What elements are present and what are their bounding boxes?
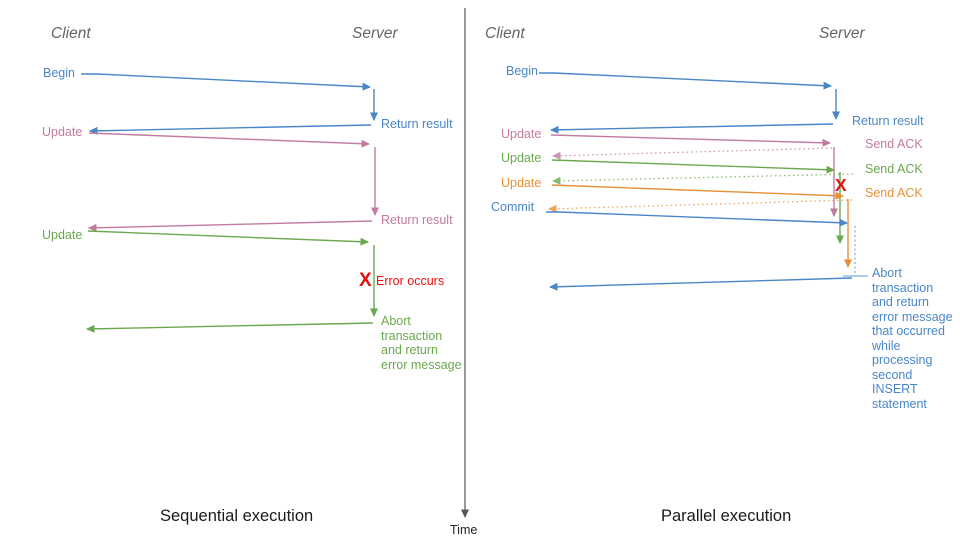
- left-abort-line-3: and return: [381, 343, 438, 357]
- right-abort-line-8: second: [872, 367, 913, 382]
- right-abort-line-9: INSERT: [872, 382, 918, 396]
- right-commit-label: Commit: [491, 200, 535, 214]
- left-error-x-mark: X: [359, 270, 372, 291]
- left-abort-line-4: error message: [381, 357, 462, 372]
- left-error-occurs-label: Error occurs: [376, 274, 445, 288]
- right-abort-line-2: transaction: [872, 280, 934, 295]
- right-caption: Parallel execution: [661, 507, 792, 525]
- left-return-result-1-label: Return result: [381, 117, 453, 131]
- right-update-3-arrow: [551, 184, 844, 200]
- left-update-1-label: Update: [42, 125, 83, 139]
- right-send-ack-1-dotted-arrow: [552, 147, 833, 160]
- right-abort-line-10: statement: [872, 396, 927, 411]
- left-begin-arrow: [81, 73, 371, 91]
- right-send-ack-3-dotted-arrow: [548, 199, 853, 213]
- right-return-result-label: Return result: [852, 114, 924, 128]
- right-update-2-label: Update: [501, 151, 542, 165]
- right-update-1-label: Update: [501, 127, 542, 141]
- right-abort-message: Abort transaction and return error messa…: [872, 266, 953, 411]
- right-commit-arrow: [546, 211, 848, 227]
- right-client-header: Client: [485, 25, 525, 42]
- left-update-2-label: Update: [42, 228, 83, 242]
- right-error-x-mark: X: [835, 175, 847, 195]
- left-return-result-1-arrow: [89, 124, 372, 135]
- left-client-header: Client: [51, 25, 91, 42]
- right-send-ack-2-label: Send ACK: [865, 162, 923, 176]
- left-abort-return-arrow: [86, 322, 374, 333]
- right-abort-return-arrow: [549, 277, 853, 291]
- right-abort-line-6: while: [872, 338, 901, 353]
- right-abort-line-5: that occurred: [872, 324, 945, 338]
- right-server-header: Server: [819, 25, 865, 42]
- right-abort-line-4: error message: [872, 309, 953, 324]
- right-abort-line-7: processing: [872, 353, 933, 367]
- left-caption: Sequential execution: [160, 507, 314, 525]
- right-begin-arrow: [539, 72, 832, 90]
- time-axis-label: Time: [450, 523, 478, 537]
- left-return-result-2-label: Return result: [381, 213, 453, 227]
- left-abort-line-2: transaction: [381, 328, 443, 343]
- right-update-2-arrow: [551, 159, 835, 174]
- left-server-header: Server: [352, 25, 398, 42]
- right-send-ack-3-label: Send ACK: [865, 186, 923, 200]
- left-update-1-arrow: [88, 132, 370, 148]
- right-begin-label: Begin: [506, 64, 538, 78]
- left-begin-label: Begin: [43, 66, 75, 80]
- right-update-1-arrow: [550, 134, 831, 147]
- left-update-2-arrow: [87, 230, 369, 246]
- right-abort-line-3: and return: [872, 295, 929, 309]
- left-return-result-2-arrow: [88, 220, 373, 232]
- right-return-result-arrow: [550, 123, 834, 134]
- right-abort-line-1: Abort: [872, 266, 902, 280]
- right-send-ack-1-label: Send ACK: [865, 137, 923, 151]
- left-abort-message: Abort transaction and return error messa…: [381, 314, 462, 372]
- right-send-ack-2-dotted-arrow: [552, 173, 854, 185]
- right-update-3-label: Update: [501, 176, 542, 190]
- left-abort-line-1: Abort: [381, 314, 411, 328]
